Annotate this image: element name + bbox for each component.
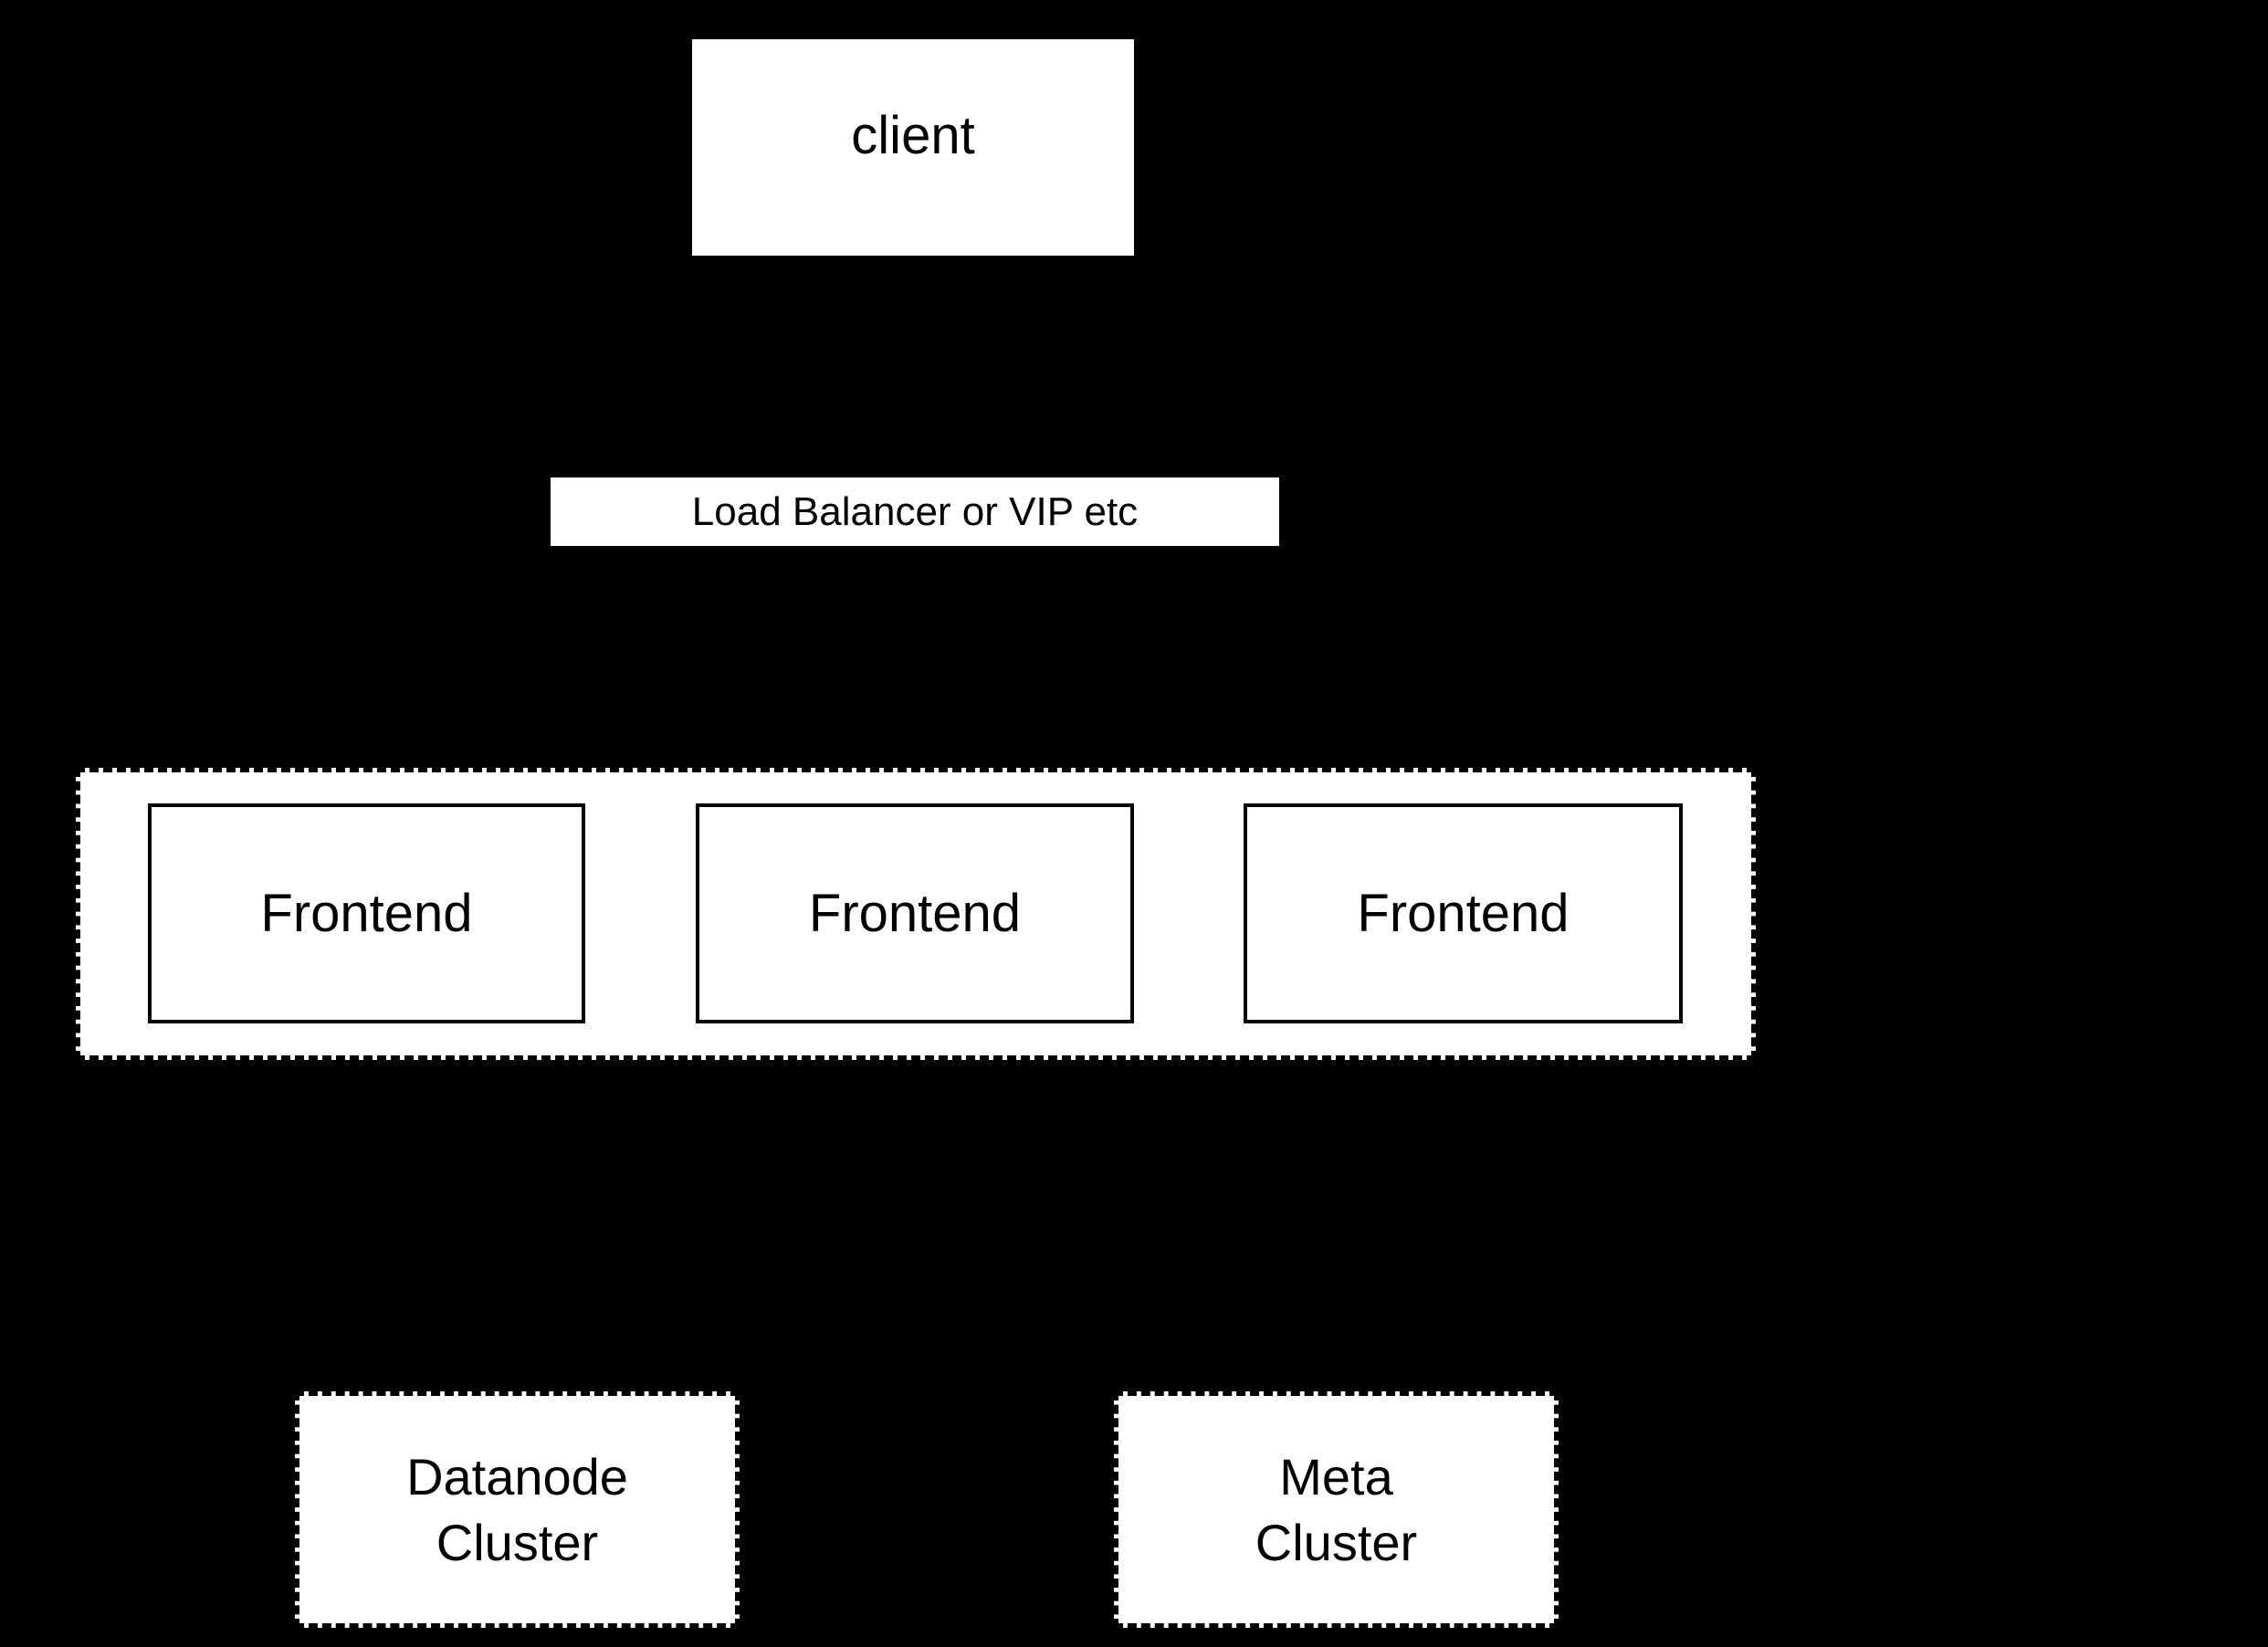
datanode-cluster-label-line2: Cluster xyxy=(436,1513,599,1571)
frontend-node-2[interactable]: Frontend xyxy=(696,803,1134,1023)
frontend-node-1-label: Frontend xyxy=(260,884,473,943)
client-node-label: client xyxy=(851,106,975,165)
client-node[interactable]: client xyxy=(692,39,1134,256)
datanode-cluster-node[interactable]: Datanode Cluster xyxy=(295,1391,740,1628)
meta-cluster-node[interactable]: Meta Cluster xyxy=(1114,1391,1559,1628)
meta-cluster-label-line1: Meta xyxy=(1279,1447,1393,1505)
datanode-cluster-label-line1: Datanode xyxy=(406,1447,628,1505)
load-balancer-node-label: Load Balancer or VIP etc xyxy=(691,488,1139,534)
load-balancer-node[interactable]: Load Balancer or VIP etc xyxy=(551,477,1279,546)
frontend-node-2-label: Frontend xyxy=(808,884,1022,943)
frontend-node-3[interactable]: Frontend xyxy=(1244,803,1683,1023)
frontend-node-3-label: Frontend xyxy=(1357,884,1570,943)
meta-cluster-label-line2: Cluster xyxy=(1255,1513,1418,1571)
frontend-node-1[interactable]: Frontend xyxy=(148,803,585,1023)
